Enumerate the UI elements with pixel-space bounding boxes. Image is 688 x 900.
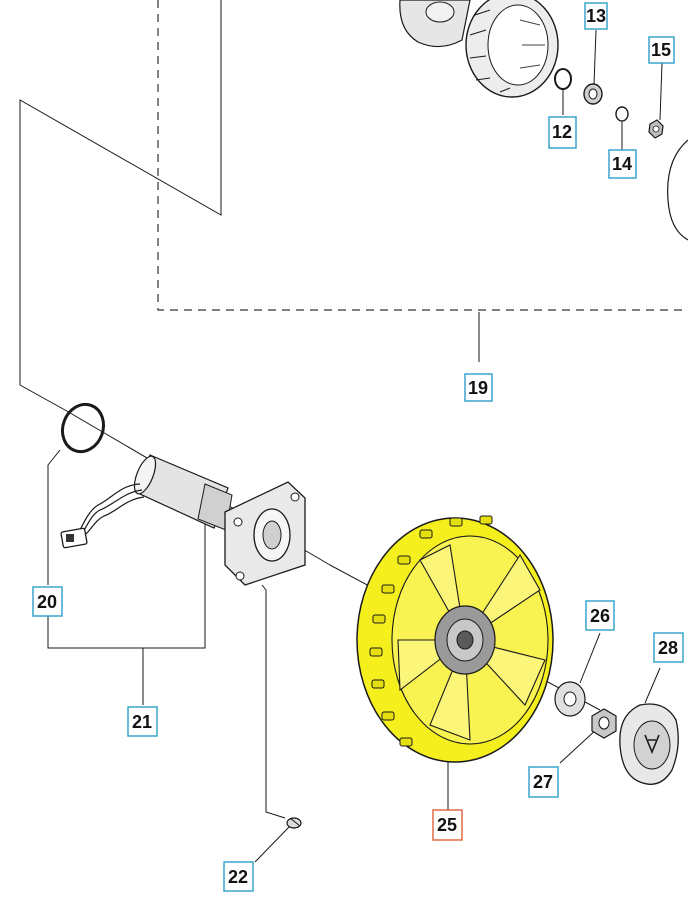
svg-text:26: 26 [590,606,610,626]
svg-text:19: 19 [468,378,488,398]
callout-27[interactable]: 27 [528,766,559,798]
upper-wheel-assembly [399,0,559,98]
part-26-washer [554,681,586,717]
callout-12[interactable]: 12 [548,116,577,149]
svg-text:27: 27 [533,772,553,792]
part-14-washer [615,106,629,122]
callout-25-highlighted[interactable]: 25 [432,809,463,841]
callout-20[interactable]: 20 [32,586,63,617]
part-27-nut [591,708,617,739]
callout-21[interactable]: 21 [127,706,158,737]
part-25-wheel [356,515,554,763]
part-28-hub-cap [619,703,679,785]
svg-text:25: 25 [437,815,457,835]
svg-text:14: 14 [612,154,632,174]
callout-28[interactable]: 28 [653,632,684,663]
part-21-motor-assembly [60,454,306,586]
part-12-washer [554,68,572,90]
callout-19[interactable]: 19 [464,373,493,402]
callout-15[interactable]: 15 [648,36,675,64]
cover-edge [667,139,688,241]
svg-text:22: 22 [228,867,248,887]
svg-text:28: 28 [658,638,678,658]
part-15-nut [648,119,664,139]
svg-text:21: 21 [132,712,152,732]
part-22-screw [286,817,302,829]
logo-icon [644,734,660,755]
callout-13[interactable]: 13 [584,2,608,30]
callout-26[interactable]: 26 [585,600,615,631]
svg-text:20: 20 [37,592,57,612]
svg-text:12: 12 [552,122,572,142]
part-20-o-ring [60,402,106,454]
part-13-bearing [583,83,603,105]
svg-text:13: 13 [586,6,606,26]
svg-text:15: 15 [651,40,671,60]
callout-22[interactable]: 22 [223,861,254,892]
assembly-boundary-dashed [157,0,688,311]
callout-14[interactable]: 14 [608,149,637,179]
